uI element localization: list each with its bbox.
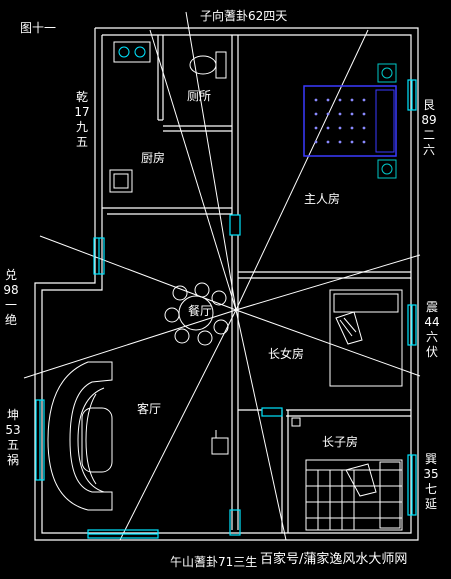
facing-direction-label: 子向蓍卦62四天 [200, 9, 288, 23]
sector-label-qian: 乾17九五 [74, 90, 90, 149]
sitting-direction-label: 午山蓍卦71三生 [170, 555, 258, 569]
master-bed [303, 63, 397, 179]
direction-line-w2 [23, 309, 237, 379]
room-label-eldest-son: 长子房 [322, 435, 359, 449]
door-son [261, 407, 283, 417]
outer-wall-inner [41, 34, 412, 534]
direction-line-ne [235, 29, 369, 311]
sector-label-gen: 艮89二六 [421, 98, 437, 157]
room-label-bathroom: 厕所 [187, 89, 212, 103]
direction-line-w1 [39, 235, 237, 311]
openings [35, 79, 417, 539]
son-room-fixture [291, 417, 301, 427]
sofa [47, 361, 113, 511]
toilet [189, 51, 227, 79]
direction-line-s1 [119, 309, 237, 541]
stove [113, 41, 151, 63]
room-label-kitchen: 厨房 [141, 151, 166, 165]
sector-label-dui: 兑98一绝 [3, 268, 19, 327]
walls [34, 27, 419, 541]
daughter-bed [329, 289, 403, 387]
cabinet [211, 430, 229, 455]
dining-set [164, 282, 229, 346]
sector-label-kun: 坤53五祸 [5, 408, 21, 467]
door-spine [229, 214, 241, 236]
sector-label-zhen: 震44六伏 [424, 300, 440, 359]
sector-label-xun: 巽35七延 [423, 452, 439, 511]
son-bed [305, 459, 403, 531]
credit-watermark: 百家号/蒲家逸风水大师网 [260, 552, 408, 567]
outer-wall [34, 27, 419, 541]
direction-line-s2 [235, 309, 287, 541]
direction-line-e1 [235, 254, 421, 311]
room-label-living-room: 客厅 [137, 402, 162, 416]
room-label-dining: 餐厅 [188, 304, 213, 318]
direction-line-n [185, 11, 237, 311]
figure-label: 图十一 [20, 21, 57, 35]
room-label-master-bedroom: 主人房 [304, 192, 341, 206]
window-south-2 [229, 509, 241, 536]
room-label-eldest-daughter: 长女房 [268, 347, 305, 361]
sink [109, 169, 133, 193]
direction-line-n2 [149, 29, 237, 311]
direction-line-e2 [235, 309, 421, 377]
